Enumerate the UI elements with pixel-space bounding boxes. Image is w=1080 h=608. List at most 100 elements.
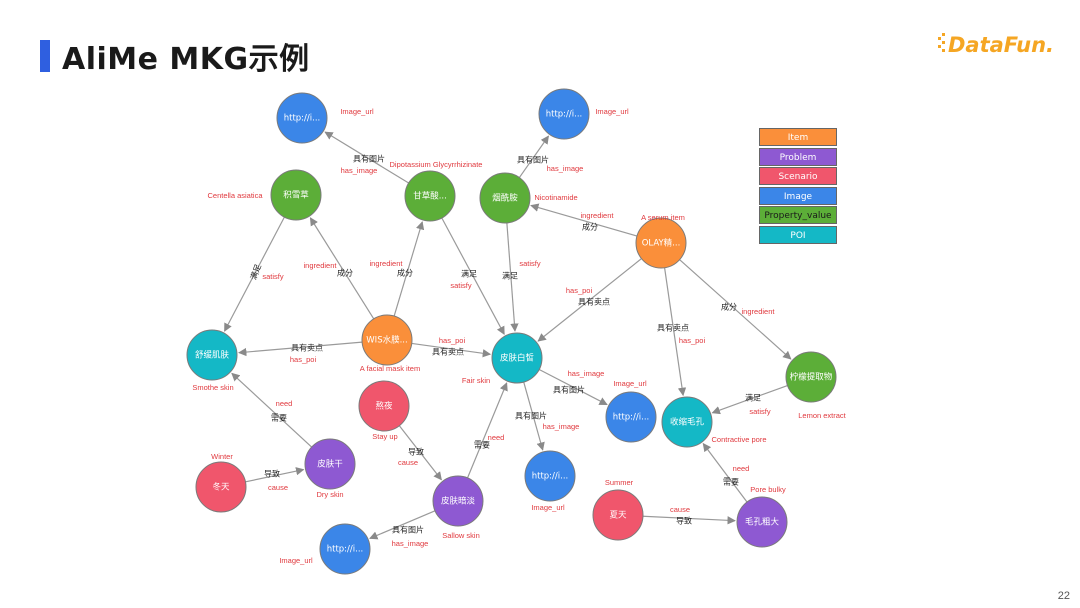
- node-circle[interactable]: [276, 92, 328, 144]
- edge-wis-jixuecao: [309, 217, 375, 320]
- node-maokong[interactable]: 毛孔粗大: [736, 496, 788, 548]
- edge-label-en: has_image: [341, 166, 378, 175]
- node-circle[interactable]: [304, 438, 356, 490]
- edge-label-zh: 需要: [474, 441, 490, 450]
- node-annotation-maokong: Pore bulky: [750, 485, 786, 494]
- node-aoye[interactable]: 熬夜: [358, 380, 410, 432]
- node-circle[interactable]: [736, 496, 788, 548]
- node-xiatian[interactable]: 夏天: [592, 489, 644, 541]
- node-label: 烟酰胺: [492, 193, 518, 204]
- node-circle[interactable]: [432, 475, 484, 527]
- node-yansuan[interactable]: 烟酰胺: [479, 172, 531, 224]
- edge-label-zh: 具有图片: [353, 154, 385, 164]
- edge-label-zh: 成分: [337, 268, 353, 278]
- edge-label-zh: 具有图片: [553, 385, 585, 395]
- edge-label-en: cause: [268, 483, 288, 492]
- node-circle[interactable]: [270, 169, 322, 221]
- node-annotation-jixuecao: Centella asiatica: [207, 191, 263, 200]
- node-baixi[interactable]: 皮肤白皙: [491, 332, 543, 384]
- node-shuhuan[interactable]: 舒缓肌肤: [186, 329, 238, 381]
- edge-label-zh: 具有卖点: [432, 347, 464, 357]
- node-circle[interactable]: [319, 523, 371, 575]
- node-annotation-img5: Image_url: [279, 556, 313, 565]
- node-dongtian[interactable]: 冬天: [195, 461, 247, 513]
- edge-label-en: ingredient: [304, 261, 338, 270]
- edge-andan-img5: [369, 510, 436, 540]
- node-circle[interactable]: [785, 351, 837, 403]
- edge-label-en: ingredient: [581, 211, 615, 220]
- edge-gancao-baixi: [441, 217, 505, 335]
- edge-label-en: cause: [670, 505, 690, 514]
- node-circle[interactable]: [592, 489, 644, 541]
- node-annotation-shuhuan: Smothe skin: [192, 383, 233, 392]
- node-circle[interactable]: [635, 217, 687, 269]
- node-olay[interactable]: OLAY精...: [635, 217, 687, 269]
- node-annotation-img2: Image_url: [595, 107, 629, 116]
- edges-layer: [224, 131, 792, 540]
- edge-label-en: has_image: [543, 422, 580, 431]
- title-accent-bar: [40, 40, 50, 72]
- edge-ningmeng-shousuo: [711, 384, 788, 415]
- page-number: 22: [1057, 590, 1070, 602]
- node-circle[interactable]: [186, 329, 238, 381]
- node-label: http://i...: [613, 413, 650, 423]
- edge-label-en: has_image: [568, 369, 605, 378]
- node-img5[interactable]: http://i...: [319, 523, 371, 575]
- node-gancao[interactable]: 甘草酸...: [404, 170, 456, 222]
- logo-dots-icon: [938, 33, 945, 52]
- edge-label-en: need: [276, 399, 293, 408]
- node-circle[interactable]: [605, 391, 657, 443]
- node-circle[interactable]: [661, 396, 713, 448]
- node-andan[interactable]: 皮肤暗淡: [432, 475, 484, 527]
- edge-label-zh: 需要: [271, 414, 287, 423]
- node-shousuo[interactable]: 收缩毛孔: [661, 396, 713, 448]
- legend-item-problem: Problem: [759, 147, 837, 166]
- edge-label-zh: 成分: [582, 222, 598, 232]
- edge-label-en: satisfy: [749, 407, 771, 416]
- node-circle[interactable]: [404, 170, 456, 222]
- edge-label-en: cause: [398, 458, 418, 467]
- node-circle[interactable]: [491, 332, 543, 384]
- node-circle[interactable]: [479, 172, 531, 224]
- node-annotation-ningmeng: Lemon extract: [798, 411, 846, 420]
- edge-label-zh: 具有图片: [515, 411, 547, 421]
- node-img2[interactable]: http://i...: [538, 88, 590, 140]
- node-jixuecao[interactable]: 积雪草: [270, 169, 322, 221]
- edge-wis-gancao: [393, 221, 425, 317]
- edge-label-en: has_poi: [679, 336, 706, 345]
- node-label: 甘草酸...: [413, 191, 447, 202]
- node-annotation-gancao: Dipotassium Glycyrrhizinate: [390, 160, 483, 169]
- edge-label-en: need: [733, 464, 750, 473]
- legend-item-image: Image: [759, 186, 837, 205]
- node-label: http://i...: [327, 545, 364, 555]
- node-wis[interactable]: WIS水膜...: [361, 314, 413, 366]
- node-img4[interactable]: http://i...: [524, 450, 576, 502]
- edge-label-zh: 满足: [745, 393, 761, 403]
- node-circle[interactable]: [358, 380, 410, 432]
- edge-olay-baixi: [537, 258, 642, 342]
- node-circle[interactable]: [195, 461, 247, 513]
- node-annotation-yansuan: Nicotinamide: [534, 193, 577, 202]
- node-img3[interactable]: http://i...: [605, 391, 657, 443]
- edge-label-zh: 具有图片: [517, 155, 549, 165]
- node-pifugan[interactable]: 皮肤干: [304, 438, 356, 490]
- edge-wis-shuhuan: [238, 341, 363, 357]
- node-img1[interactable]: http://i...: [276, 92, 328, 144]
- edge-label-zh: 具有卖点: [657, 323, 689, 333]
- edge-label-en: satisfy: [262, 272, 284, 281]
- node-ningmeng[interactable]: 柠檬提取物: [785, 351, 837, 403]
- node-circle[interactable]: [538, 88, 590, 140]
- edge-olay-shousuo: [663, 267, 687, 397]
- node-label: http://i...: [532, 472, 569, 482]
- page-title: AliMe MKG示例: [62, 42, 310, 77]
- node-annotation-img1: Image_url: [340, 107, 374, 116]
- node-circle[interactable]: [361, 314, 413, 366]
- edge-label-en: satisfy: [450, 281, 472, 290]
- edge-baixi-img3: [538, 368, 608, 406]
- edge-label-en: has_image: [547, 164, 584, 173]
- edge-label-zh: 成分: [721, 302, 737, 312]
- node-circle[interactable]: [524, 450, 576, 502]
- edge-olay-ningmeng: [679, 259, 792, 360]
